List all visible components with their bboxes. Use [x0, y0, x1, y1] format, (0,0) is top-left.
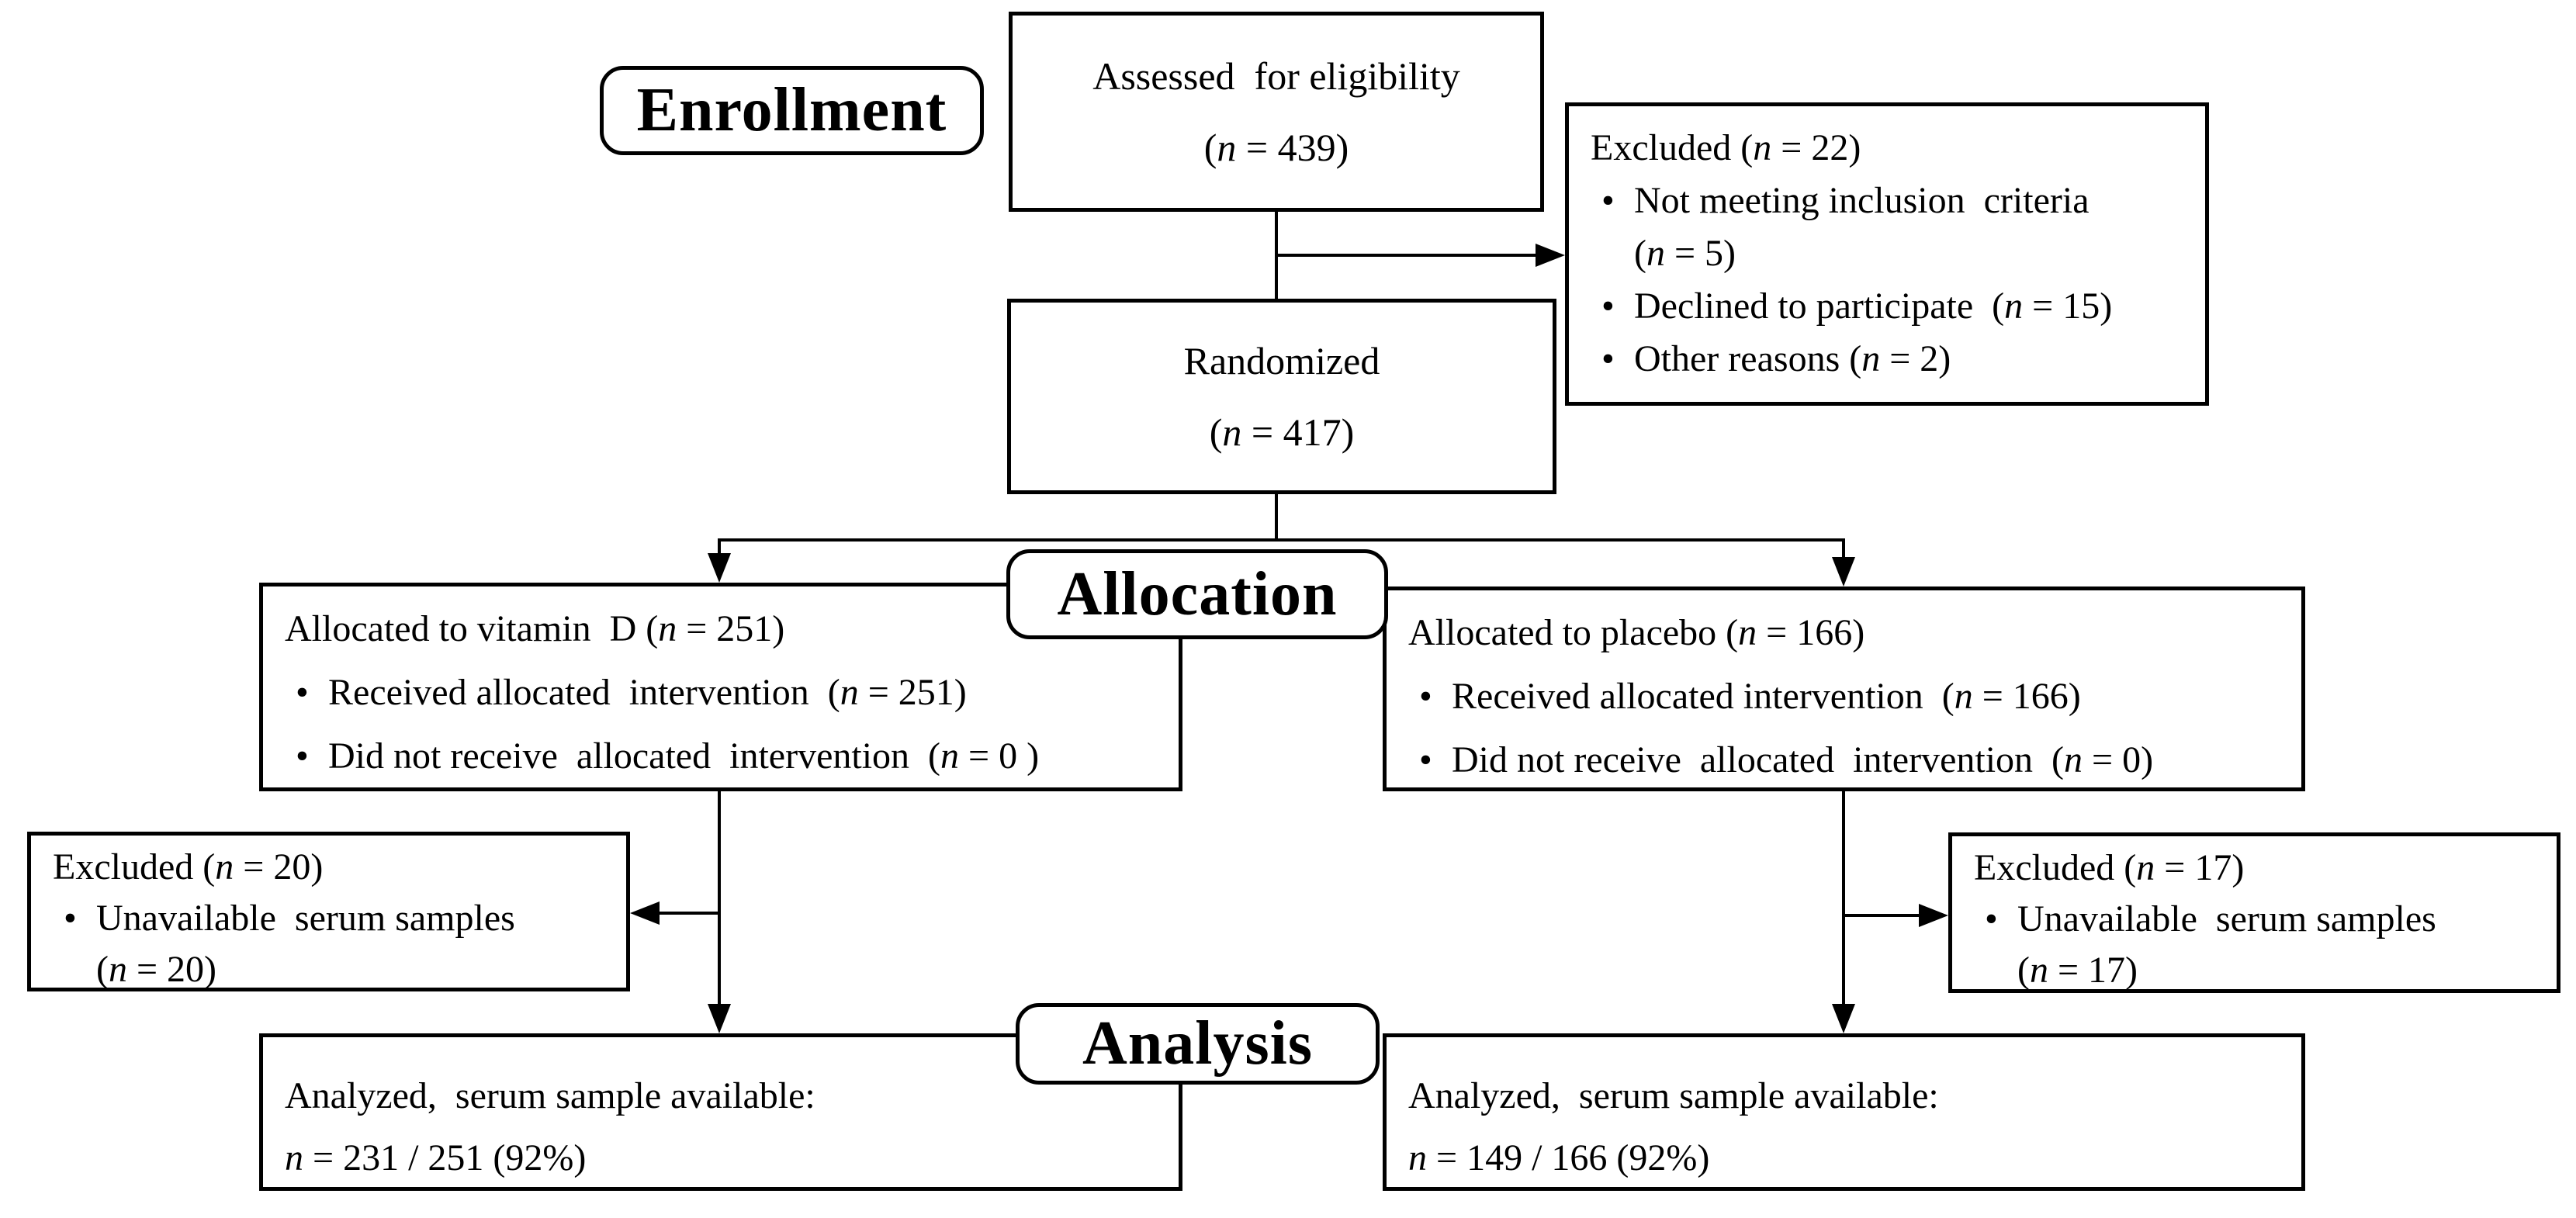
connector-to-excluded-enrollment	[1276, 254, 1536, 257]
arrowhead-excluded-placebo	[1919, 904, 1948, 927]
stage-label-enrollment: Enrollment	[600, 66, 984, 155]
analyzed-placebo-line: Analyzed, serum sample available:	[1408, 1075, 1939, 1116]
excluded-enrollment-title: Excluded (n = 22)	[1591, 127, 1861, 168]
box-excluded-vitamin-d: Excluded (n = 20) • Unavailable serum sa…	[27, 832, 630, 991]
connector-to-excluded-placebo	[1844, 914, 1922, 917]
connector-to-excluded-vitamin-d	[658, 912, 721, 915]
connector-randomized-to-branch	[1275, 493, 1278, 542]
assessed-line: Assessed for eligibility	[1092, 54, 1460, 98]
connector-placebo-to-analysis	[1842, 790, 1845, 1007]
bullet-item: • Did not receive allocated intervention…	[1387, 728, 2301, 792]
allocated-vitamin-d-title: Allocated to vitamin D (n = 251)	[285, 608, 785, 649]
excluded-vitamin-d-title: Excluded (n = 20)	[53, 846, 324, 888]
bullet-marker: •	[1601, 180, 1615, 221]
box-randomized: Randomized (n = 417)	[1007, 299, 1556, 494]
allocated-placebo-title: Allocated to placebo (n = 166)	[1408, 612, 1865, 653]
allocated-placebo-detail: Did not receive allocated intervention (…	[1452, 739, 2154, 780]
bullet-marker: •	[296, 672, 309, 713]
bullet-item: • Not meeting inclusion criteria (n = 5)	[1569, 175, 2205, 280]
arrowhead-allocated-vitamin-d	[708, 553, 731, 583]
bullet-marker: •	[64, 898, 77, 939]
excluded-enrollment-reason: Other reasons (n = 2)	[1634, 338, 1951, 379]
assessed-count: (n = 439)	[1203, 126, 1349, 169]
connector-vitamin-d-to-analysis	[718, 790, 721, 1007]
excluded-placebo-reason: Unavailable serum samples (n = 17)	[2017, 898, 2436, 991]
arrowhead-excluded-enrollment	[1536, 244, 1565, 267]
branch-bar-allocation	[718, 538, 1845, 542]
connector-branch-to-placebo	[1842, 538, 1845, 560]
bullet-item: • Unavailable serum samples (n = 20)	[31, 893, 626, 995]
allocated-vitamin-d-detail: Did not receive allocated intervention (…	[328, 735, 1040, 777]
stage-label-allocation: Allocation	[1006, 549, 1388, 639]
bullet-item: • Other reasons (n = 2)	[1569, 333, 2205, 386]
bullet-marker: •	[1419, 739, 1432, 780]
bullet-marker: •	[1419, 676, 1432, 717]
allocated-vitamin-d-detail: Received allocated intervention (n = 251…	[328, 672, 967, 713]
arrowhead-excluded-vitamin-d	[630, 901, 660, 925]
connector-branch-to-vitamin-d	[718, 538, 721, 558]
bullet-marker: •	[1601, 285, 1615, 327]
bullet-item: • Did not receive allocated intervention…	[263, 725, 1179, 788]
arrowhead-allocated-placebo	[1832, 557, 1855, 587]
bullet-marker: •	[296, 735, 309, 777]
allocated-placebo-detail: Received allocated intervention (n = 166…	[1452, 676, 2081, 717]
bullet-item: • Received allocated intervention (n = 1…	[1387, 665, 2301, 728]
box-excluded-enrollment: Excluded (n = 22) • Not meeting inclusio…	[1565, 102, 2209, 406]
box-allocated-placebo: Allocated to placebo (n = 166) • Receive…	[1383, 587, 2305, 791]
arrowhead-analyzed-vitamin-d	[708, 1004, 731, 1033]
bullet-marker: •	[1985, 898, 1998, 939]
bullet-marker: •	[1601, 338, 1615, 379]
bullet-item: • Received allocated intervention (n = 2…	[263, 661, 1179, 725]
bullet-item: • Unavailable serum samples (n = 17)	[1952, 894, 2557, 996]
box-analyzed-placebo: Analyzed, serum sample available: n = 14…	[1383, 1033, 2305, 1191]
randomized-count: (n = 417)	[1209, 410, 1355, 454]
analyzed-vitamin-d-count: n = 231 / 251 (92%)	[285, 1137, 587, 1178]
analyzed-placebo-count: n = 149 / 166 (92%)	[1408, 1137, 1710, 1178]
stage-label-analysis: Analysis	[1016, 1003, 1380, 1085]
arrowhead-analyzed-placebo	[1832, 1004, 1855, 1033]
box-assessed-for-eligibility: Assessed for eligibility (n = 439)	[1009, 12, 1544, 212]
randomized-line: Randomized	[1183, 339, 1380, 382]
excluded-placebo-title: Excluded (n = 17)	[1974, 847, 2245, 888]
excluded-vitamin-d-reason: Unavailable serum samples (n = 20)	[96, 898, 515, 990]
box-excluded-placebo: Excluded (n = 17) • Unavailable serum sa…	[1948, 832, 2560, 993]
excluded-enrollment-reason: Declined to participate (n = 15)	[1634, 285, 2113, 327]
bullet-item: • Declined to participate (n = 15)	[1569, 280, 2205, 333]
excluded-enrollment-reason: Not meeting inclusion criteria (n = 5)	[1634, 180, 2090, 274]
analyzed-vitamin-d-line: Analyzed, serum sample available:	[285, 1075, 815, 1116]
